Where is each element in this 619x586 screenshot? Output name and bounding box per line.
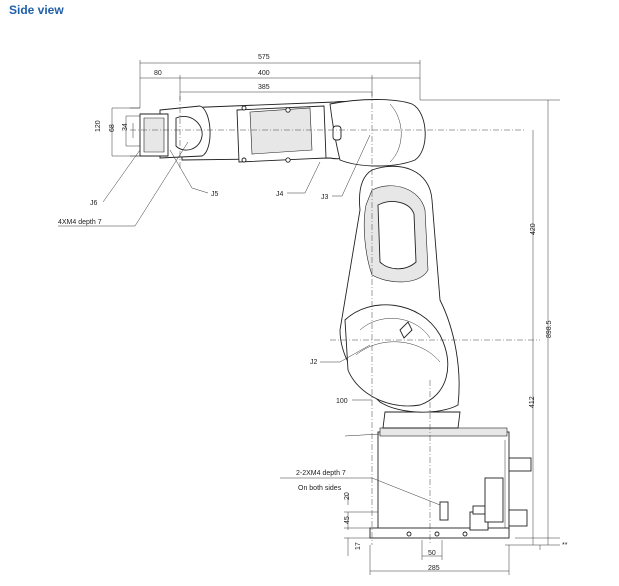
dim-20: 20 (344, 492, 351, 500)
label-j3: J3 (321, 194, 329, 201)
dim-285: 285 (428, 565, 440, 572)
dim-120: 120 (95, 120, 102, 132)
bottom-dimensions (344, 494, 510, 575)
dim-star: ** (562, 542, 568, 549)
dim-898-5: 898.5 (546, 320, 553, 338)
label-on-both-sides: On both sides (298, 485, 342, 492)
label-j2: J2 (310, 359, 318, 366)
dim-420: 420 (530, 223, 537, 235)
dim-575: 575 (258, 54, 270, 61)
label-base-tap-holes: 2-2XM4 depth 7 (296, 470, 346, 477)
dim-45: 45 (344, 516, 351, 524)
top-dimensions (111, 60, 421, 157)
page-title: Side view (9, 3, 64, 17)
robot-base (369, 411, 532, 539)
lower-arm (339, 165, 460, 413)
label-j6: J6 (90, 200, 98, 207)
label-j4: J4 (276, 191, 284, 198)
label-j5: J5 (211, 191, 219, 198)
leader-lines (58, 134, 441, 506)
dim-385: 385 (258, 84, 270, 91)
centre-lines (130, 92, 540, 545)
dim-80: 80 (154, 70, 162, 77)
dim-34: 34 (122, 123, 129, 131)
upper-arm (139, 99, 426, 167)
dim-412: 412 (529, 396, 536, 408)
dim-100: 100 (336, 398, 348, 405)
label-tap-holes: 4XM4 depth 7 (58, 219, 102, 226)
dim-17: 17 (355, 542, 362, 550)
dim-68: 68 (109, 124, 116, 132)
right-dimensions (420, 99, 560, 550)
dim-50: 50 (428, 550, 436, 557)
dim-400: 400 (258, 70, 270, 77)
